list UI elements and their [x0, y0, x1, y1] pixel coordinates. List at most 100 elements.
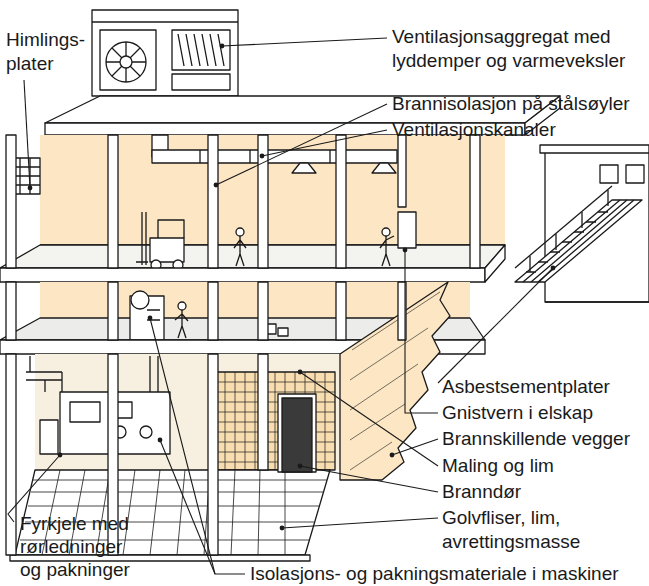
person	[380, 236, 394, 266]
floor-slab	[485, 245, 505, 282]
neighbour-building	[515, 186, 612, 268]
leader-dots	[260, 154, 265, 159]
leader-dots	[58, 453, 63, 458]
callout-label: Brannisolasjon på stålsøyler	[392, 92, 630, 116]
neighbour-building	[515, 145, 649, 302]
columns	[108, 135, 118, 268]
leader-lines	[222, 38, 387, 46]
leader-lines	[438, 268, 553, 383]
fire-door	[282, 398, 312, 472]
forklift	[136, 212, 184, 265]
ventilation-unit	[172, 30, 230, 70]
columns	[208, 282, 218, 340]
columns	[398, 135, 406, 207]
boiler	[40, 420, 58, 454]
wall-tiles	[215, 372, 335, 470]
leader-lines	[216, 104, 387, 185]
ventilation-ducts	[152, 150, 397, 163]
callout-label: Isolasjons- og pakningsmateriale i maski…	[250, 563, 619, 584]
leader-dots	[298, 370, 303, 375]
leader-dots	[28, 44, 556, 531]
neighbour-building	[600, 165, 618, 183]
fire-door	[278, 394, 316, 472]
leader-dots	[28, 186, 33, 191]
fire-door	[278, 394, 316, 472]
press-machine	[130, 291, 164, 340]
neighbour-building	[523, 200, 634, 282]
columns	[470, 135, 480, 268]
ventilation-unit	[106, 42, 146, 82]
person	[175, 310, 188, 338]
floor-slab	[0, 268, 485, 282]
leader-lines	[300, 372, 438, 466]
person	[236, 228, 244, 236]
leader-dots	[158, 438, 163, 443]
callout-label: Ventilasjonskanaler	[392, 118, 556, 142]
columns	[6, 135, 16, 268]
neighbour-building	[545, 301, 649, 302]
forklift	[136, 212, 184, 270]
building	[0, 10, 649, 561]
leader-dots	[390, 453, 395, 458]
press-machine	[147, 310, 160, 320]
person	[175, 302, 188, 338]
ventilation-unit	[100, 30, 156, 90]
callout-label: Branndør	[442, 480, 521, 504]
leader-lines	[8, 455, 60, 522]
fire-wall	[350, 292, 440, 470]
callout-label: Ventilasjonsaggregat med lyddemper og va…	[392, 25, 632, 73]
callout-label: Himlings- plater	[6, 28, 92, 76]
leader-dots	[298, 464, 303, 469]
columns	[6, 135, 480, 555]
ventilation-unit	[92, 10, 238, 96]
ventilation-ducts	[152, 135, 397, 173]
columns	[108, 282, 118, 340]
boiler	[140, 426, 152, 438]
floor-plane	[0, 245, 505, 268]
neighbour-building	[530, 190, 608, 272]
wall-tiles	[215, 372, 335, 470]
ventilation-unit	[92, 10, 238, 96]
columns	[208, 354, 218, 555]
columns	[258, 354, 268, 470]
leader-dots	[220, 44, 225, 49]
ventilation-unit	[172, 74, 230, 90]
columns	[336, 282, 346, 340]
leader-lines	[160, 440, 215, 574]
leader-dots	[148, 316, 153, 321]
leader-lines	[8, 38, 553, 574]
leader-dots	[214, 183, 219, 188]
callout-label: Golvfliser, lim, avrettingsmasse	[442, 506, 592, 554]
forklift	[150, 238, 184, 262]
leader-lines	[405, 250, 438, 413]
leader-lines	[282, 518, 438, 528]
fire-wall	[340, 282, 450, 480]
ventilation-unit	[178, 34, 224, 66]
leader-dots	[551, 266, 556, 271]
columns	[6, 282, 16, 340]
boiler	[26, 356, 158, 392]
electrical-cabinet	[398, 212, 416, 248]
person	[234, 228, 246, 266]
leader-lines	[392, 439, 438, 455]
press-machine	[131, 291, 149, 309]
ventilation-unit	[92, 21, 238, 22]
columns	[258, 282, 268, 340]
callout-label: Fyrkjele med rørledninger og pakninger	[20, 512, 138, 581]
callout-label: Brannskillende vegger	[442, 427, 630, 451]
boiler	[70, 402, 100, 422]
person	[380, 228, 394, 266]
columns	[208, 135, 218, 268]
leader-lines	[262, 130, 387, 156]
callout-label: Maling og lim	[442, 454, 554, 478]
leader-dots	[403, 248, 408, 253]
boiler	[26, 356, 170, 454]
leader-lines	[300, 466, 438, 492]
leader-lines	[24, 80, 30, 188]
person	[382, 228, 390, 236]
person	[178, 302, 186, 310]
leader-dots	[280, 526, 285, 531]
callout-label: Gnistvern i elskap	[442, 401, 593, 425]
